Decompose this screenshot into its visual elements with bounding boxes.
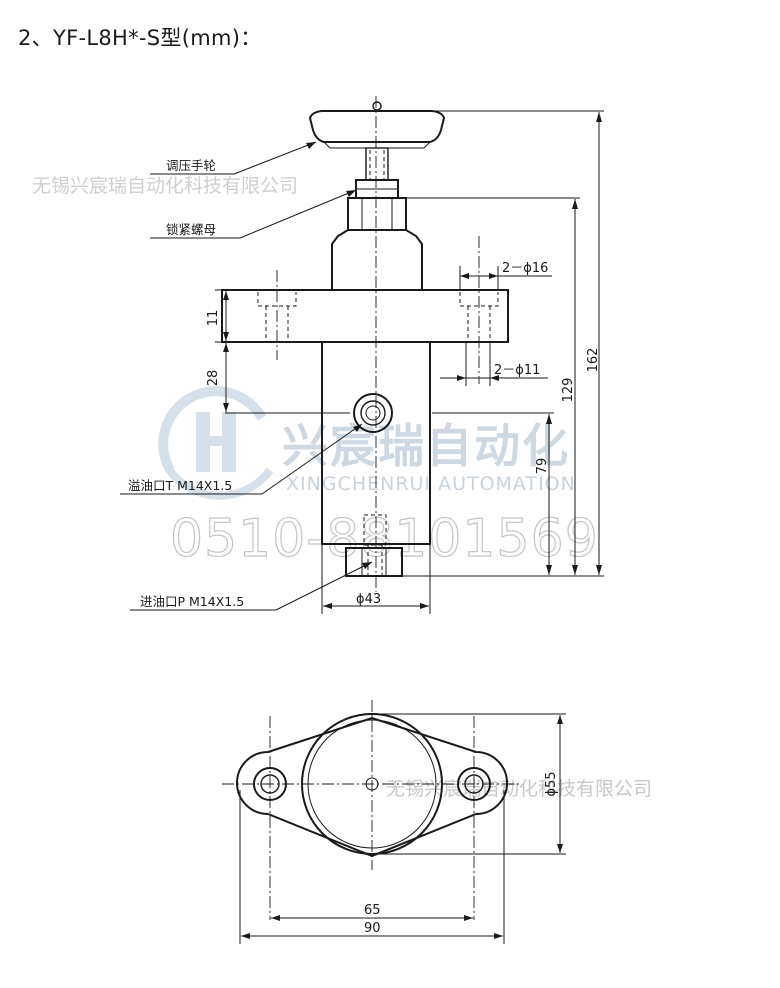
logo-mark-icon: [158, 386, 274, 500]
callout-handwheel: 调压手轮: [166, 158, 216, 173]
callout-lock-nut: 锁紧螺母: [166, 222, 216, 237]
flange-shape: [221, 289, 509, 343]
dim-port-offset: 28: [206, 370, 221, 387]
watermark-company-bottom: 无锡兴宸瑞自动化科技有限公司: [386, 778, 652, 800]
callout-overflow-port: 溢油口T M14X1.5: [128, 478, 232, 493]
valve-body-shape: [321, 341, 431, 545]
watermark-logo-cn: 兴宸瑞自动化: [282, 419, 570, 473]
dim-flange-diameter: ϕ55: [544, 771, 559, 796]
flange-outline-shape: [236, 716, 508, 858]
dim-flange-thickness: 11: [206, 310, 221, 327]
top-view: ϕ55 65 90: [222, 700, 566, 944]
watermark-layer: 无锡兴宸瑞自动化科技有限公司 兴宸瑞自动化 XINGCHENRUI AUTOMA…: [32, 175, 652, 800]
handwheel-shape: [308, 110, 446, 143]
dim-total-height: 162: [586, 348, 601, 373]
dim-flange-length: 90: [364, 921, 381, 936]
dim-bolt-holes: 2－ϕ11: [494, 363, 540, 378]
front-view: 162 129 79 11 28 2－ϕ16 2－ϕ11: [120, 96, 604, 614]
watermark-company-top: 无锡兴宸瑞自动化科技有限公司: [32, 175, 298, 197]
dim-flange-holes: 2－ϕ16: [502, 261, 548, 276]
dim-body-height: 129: [561, 378, 576, 403]
dim-port-height: 79: [535, 458, 550, 475]
callout-inlet-port: 进油口P M14X1.5: [140, 594, 244, 609]
overflow-port-shape: [353, 393, 393, 433]
watermark-phone: 0510-88101569: [170, 509, 599, 569]
dim-body-diameter: ϕ43: [356, 592, 381, 607]
dim-hole-spacing: 65: [364, 903, 381, 918]
page-title: 2、YF-L8H*-S型(mm)：: [18, 26, 262, 50]
